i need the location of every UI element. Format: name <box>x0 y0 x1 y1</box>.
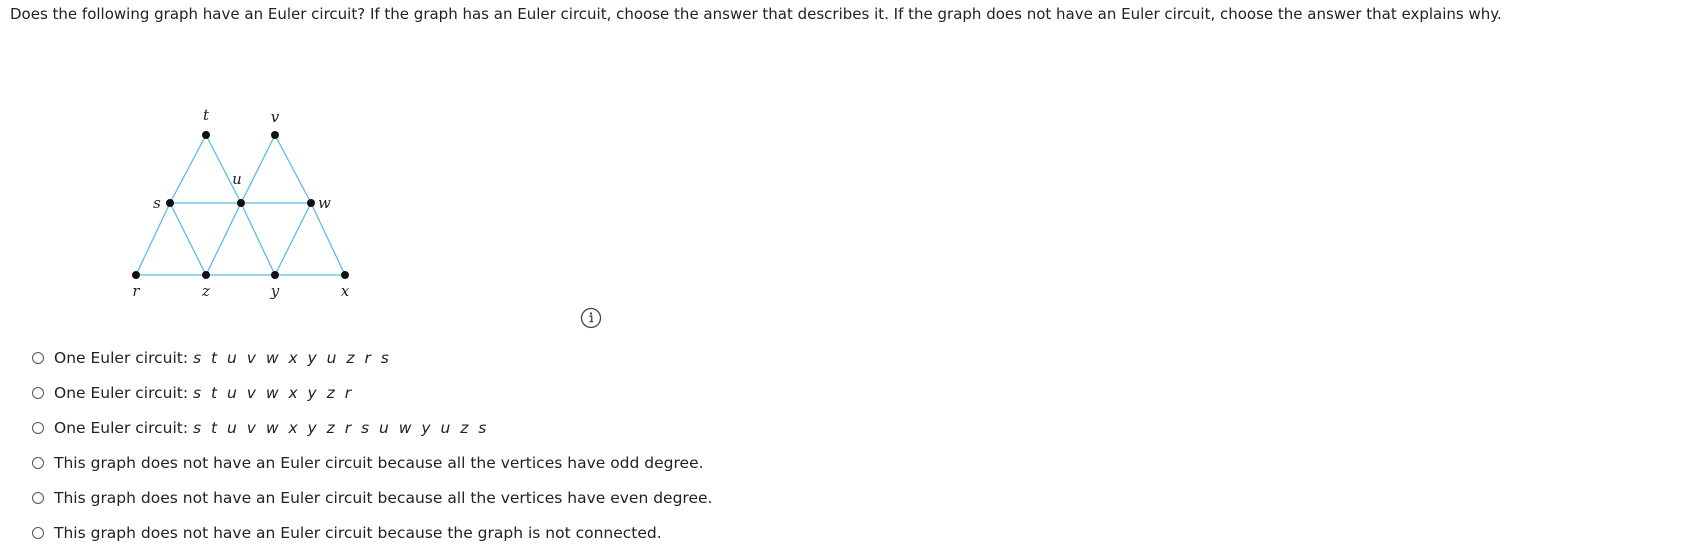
graph-labels: t v u s w r z y x <box>132 106 349 300</box>
option-3[interactable]: One Euler circuit: s t u v w x y z r s u… <box>32 410 712 445</box>
option-text: One Euler circuit: <box>54 348 193 367</box>
vertex-r <box>132 271 140 279</box>
edge-t-u <box>205 134 242 204</box>
option-sequence: s t u v w x y z r s u w y u z s <box>193 418 489 437</box>
vertex-label-u: u <box>232 170 242 188</box>
vertex-w <box>307 199 315 207</box>
edge-w-x <box>310 202 346 276</box>
edge-u-z <box>205 202 242 276</box>
option-text: This graph does not have an Euler circui… <box>54 488 713 507</box>
option-text: This graph does not have an Euler circui… <box>54 453 704 472</box>
vertex-label-r: r <box>132 282 140 300</box>
option-6[interactable]: This graph does not have an Euler circui… <box>32 515 712 550</box>
radio-button[interactable] <box>32 386 44 399</box>
vertex-label-w: w <box>318 194 331 212</box>
vertex-t <box>202 131 210 139</box>
option-2[interactable]: One Euler circuit: s t u v w x y z r <box>32 375 712 410</box>
edge-u-v <box>240 134 276 204</box>
option-text: One Euler circuit: <box>54 418 193 437</box>
vertex-label-x: x <box>341 282 350 300</box>
vertex-label-y: y <box>270 282 280 300</box>
vertex-label-v: v <box>271 108 280 126</box>
option-5[interactable]: This graph does not have an Euler circui… <box>32 480 712 515</box>
vertex-s <box>166 199 174 207</box>
graph-edges <box>135 134 346 276</box>
radio-button[interactable] <box>32 351 44 364</box>
vertex-v <box>271 131 279 139</box>
option-text: This graph does not have an Euler circui… <box>54 523 662 542</box>
radio-button[interactable] <box>32 421 44 434</box>
info-icon[interactable] <box>580 307 602 329</box>
euler-graph: t v u s w r z y x <box>132 106 350 300</box>
option-4[interactable]: This graph does not have an Euler circui… <box>32 445 712 480</box>
option-text: One Euler circuit: <box>54 383 193 402</box>
vertex-label-s: s <box>153 194 161 212</box>
edge-s-t <box>169 134 207 204</box>
radio-button[interactable] <box>32 526 44 539</box>
edge-s-r <box>135 202 171 276</box>
option-sequence: s t u v w x y u z r s <box>193 348 392 367</box>
edge-w-y <box>274 202 312 276</box>
edge-u-y <box>240 202 276 276</box>
option-sequence: s t u v w x y z r <box>193 383 354 402</box>
vertex-label-z: z <box>201 282 210 300</box>
option-1[interactable]: One Euler circuit: s t u v w x y u z r s <box>32 340 712 375</box>
radio-button[interactable] <box>32 456 44 469</box>
radio-button[interactable] <box>32 491 44 504</box>
graph-vertices <box>132 131 349 279</box>
vertex-x <box>341 271 349 279</box>
question-text: Does the following graph have an Euler c… <box>10 5 1502 23</box>
vertex-label-t: t <box>203 106 210 124</box>
edge-s-z <box>169 202 207 276</box>
answer-options: One Euler circuit: s t u v w x y u z r s… <box>32 340 712 550</box>
vertex-y <box>271 271 279 279</box>
edge-v-w <box>274 134 312 204</box>
vertex-u <box>237 199 245 207</box>
vertex-z <box>202 271 210 279</box>
